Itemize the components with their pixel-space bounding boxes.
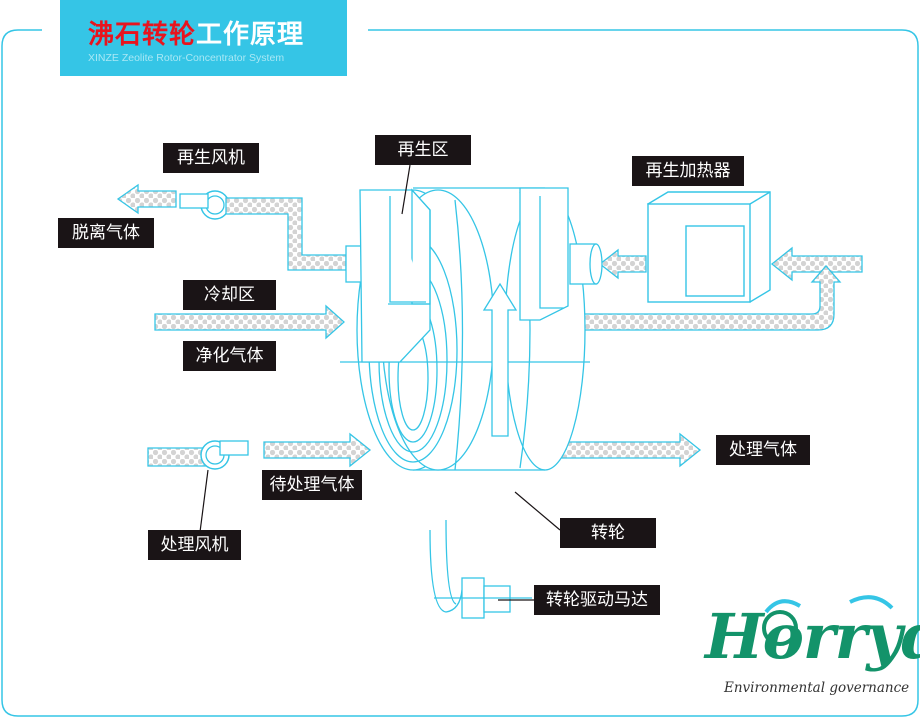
label-cooling-zone: 冷却区 — [183, 280, 276, 310]
brand-name: Horryd — [705, 600, 920, 673]
regen-duct — [225, 197, 347, 271]
clean-gas-arrow — [154, 304, 345, 340]
regen-zone-sector — [359, 188, 431, 363]
rotor-motor-icon — [429, 519, 532, 619]
gas-to-treat-arrow — [263, 432, 372, 468]
label-rotor-motor: 转轮驱动马达 — [534, 585, 660, 615]
title-red-part: 沸石转轮 — [88, 20, 197, 50]
outer-border — [1, 29, 919, 717]
label-exhaust-gas: 脱离气体 — [58, 218, 154, 248]
brand-tagline: Environmental governance — [724, 680, 910, 696]
label-rotor: 转轮 — [560, 518, 656, 548]
title-white-part: 工作原理 — [196, 20, 305, 50]
treated-gas-arrow — [547, 432, 702, 468]
cooling-return-duct — [581, 265, 842, 331]
label-clean-gas: 净化气体 — [183, 341, 276, 371]
label-gas-to-treat: 待处理气体 — [262, 470, 362, 500]
brand-logo-icon — [762, 595, 894, 646]
page-subtitle: XINZE Zeolite Rotor-Concentrator System — [88, 52, 285, 64]
label-regen-fan: 再生风机 — [163, 143, 259, 173]
title-banner — [60, 0, 347, 76]
regen-fan-icon — [179, 190, 230, 220]
label-regen-zone: 再生区 — [375, 135, 471, 165]
regen-heater-box — [646, 191, 771, 303]
exhaust-gas-arrow — [116, 183, 177, 215]
label-treated-gas: 处理气体 — [716, 435, 810, 465]
page-title: 沸石转轮工作原理 — [88, 14, 304, 51]
label-process-fan: 处理风机 — [148, 530, 241, 560]
rotation-arrow — [482, 282, 518, 437]
heater-outlet-arrow — [598, 248, 647, 280]
label-regen-heater: 再生加热器 — [632, 156, 744, 186]
leader-lines — [199, 164, 561, 601]
process-fan-icon — [200, 440, 249, 470]
regen-zone-rear — [519, 187, 569, 321]
heater-inlet-arrow — [770, 246, 863, 282]
